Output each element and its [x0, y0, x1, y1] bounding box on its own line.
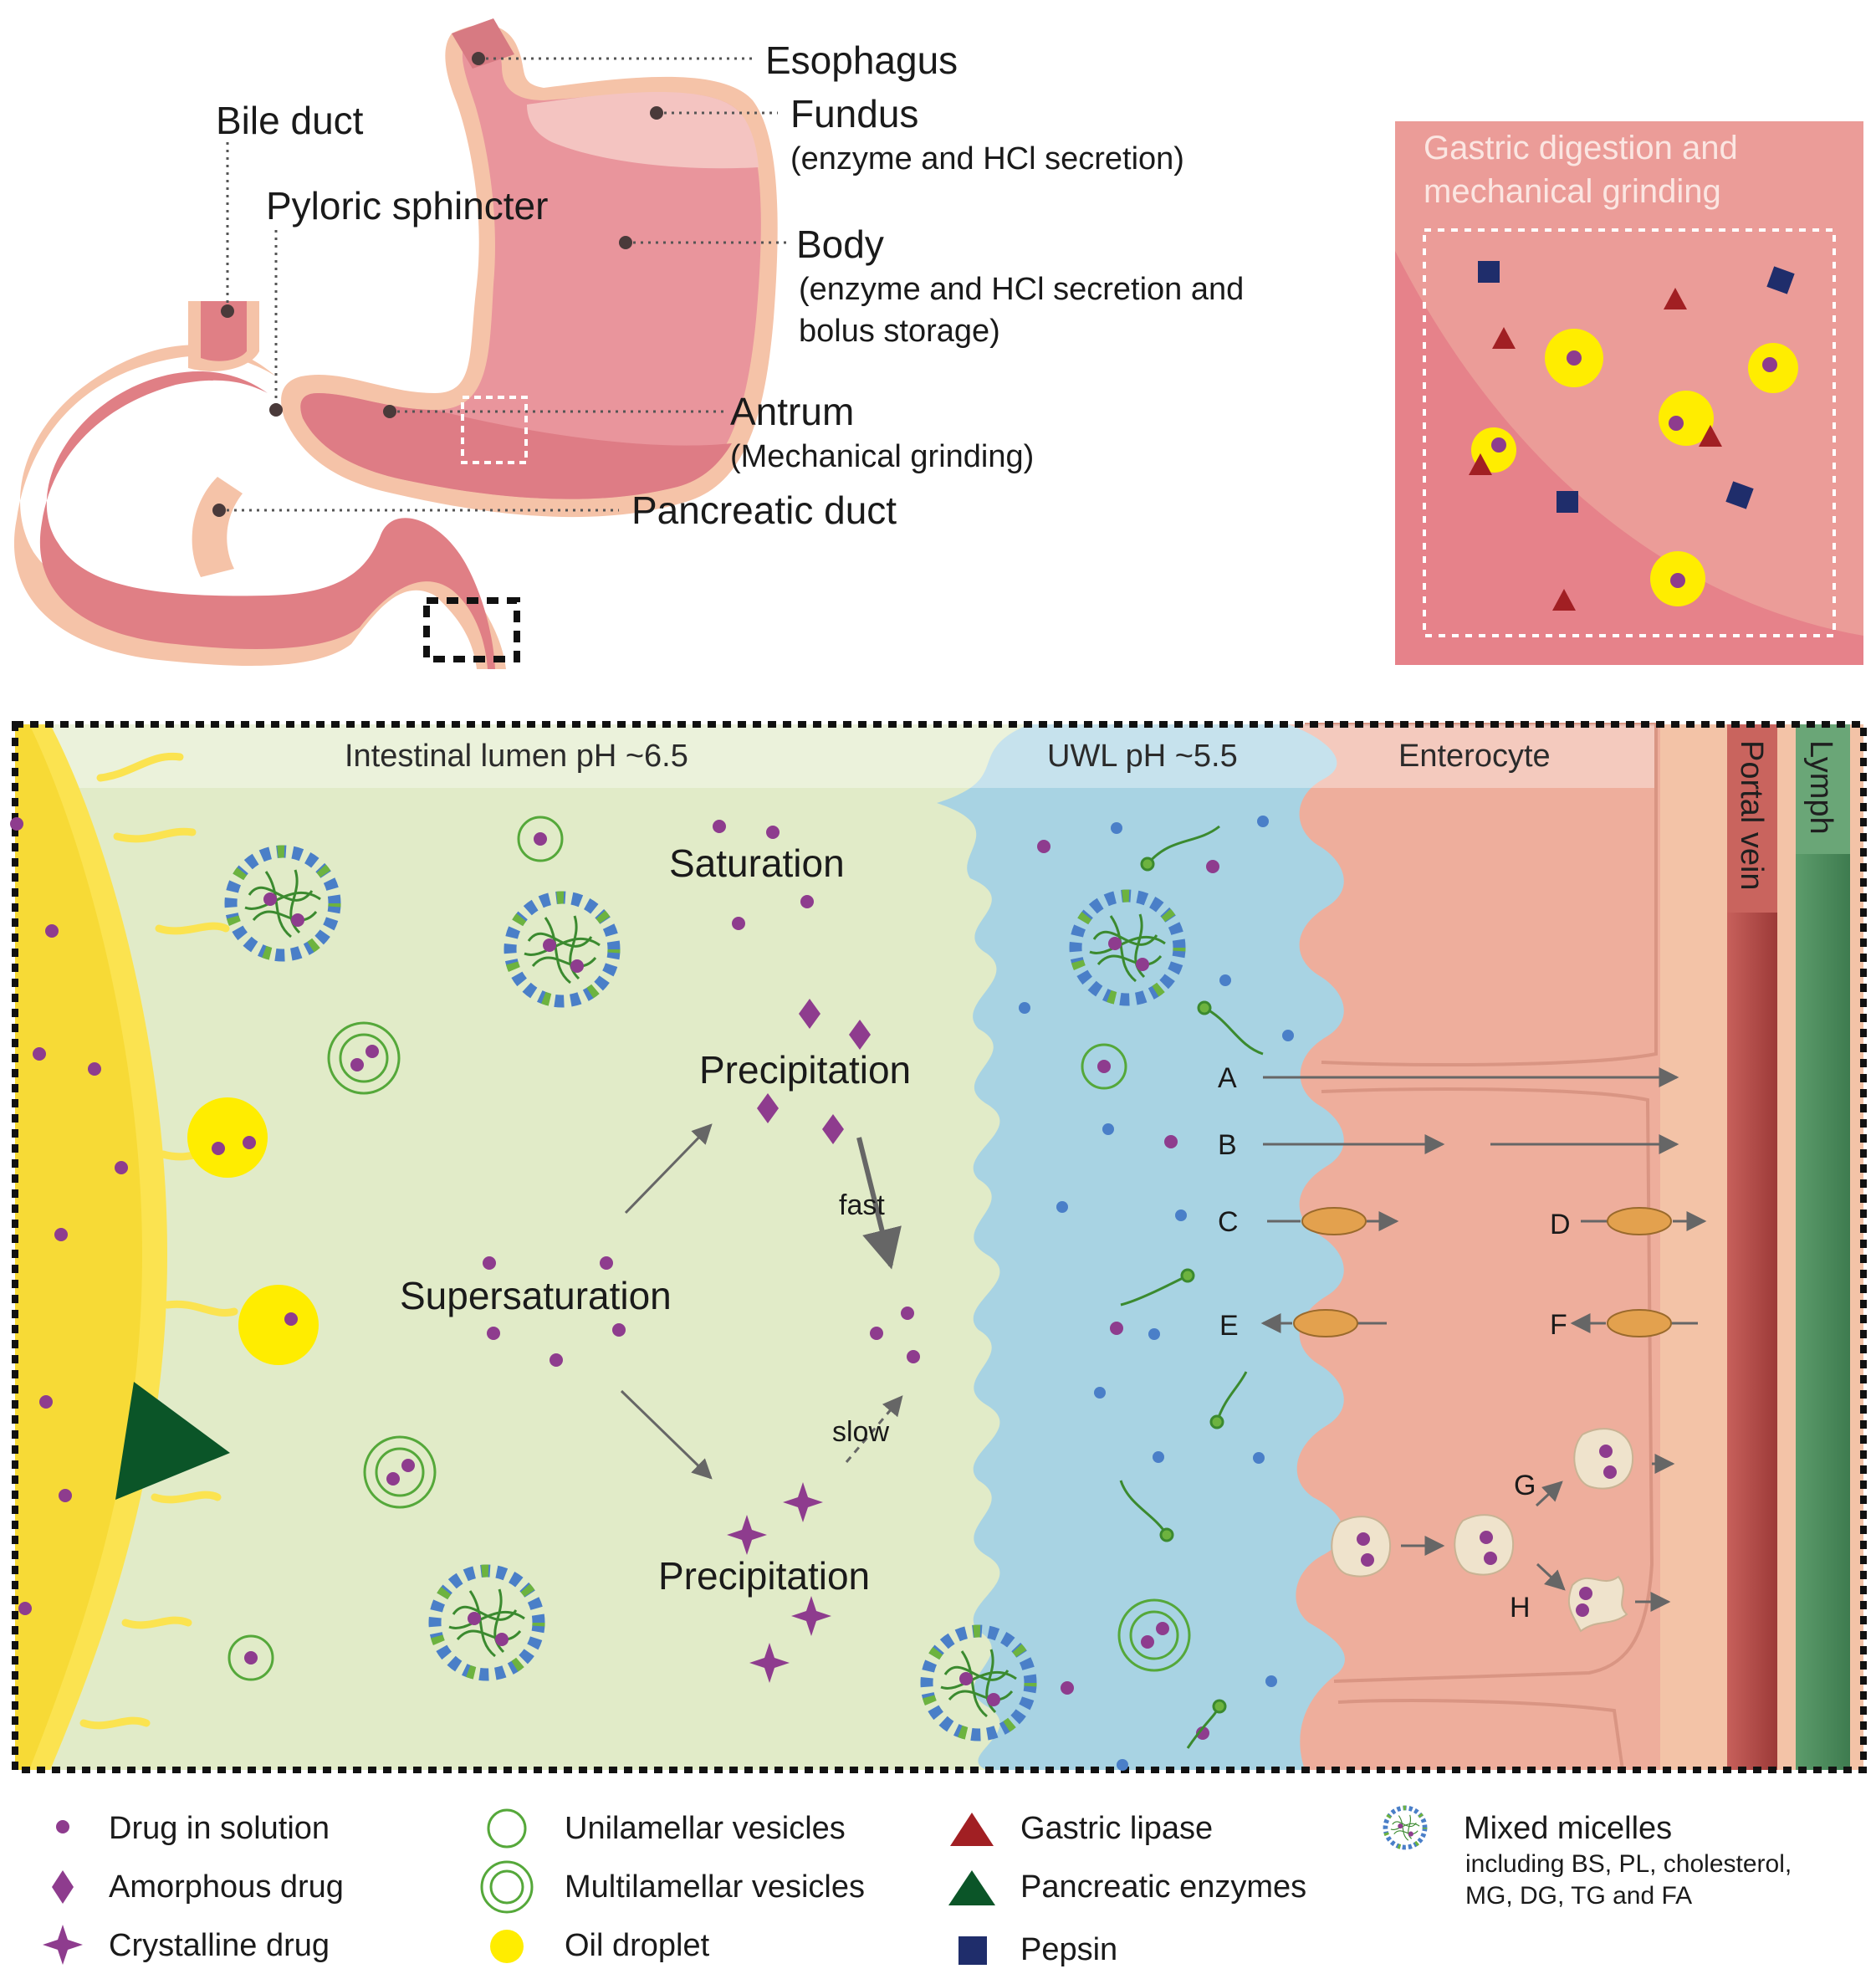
- label-fundus: Fundus: [790, 92, 918, 136]
- lipid-tails: [1119, 825, 1264, 1749]
- label-antrum: Antrum: [730, 390, 854, 433]
- legend-mixed-micelles: Mixed micelles including BS, PL, cholest…: [1385, 1808, 1792, 1910]
- legend-gastric-lipase: Gastric lipase: [950, 1811, 1213, 1846]
- legend-amorphous-drug: Amorphous drug: [52, 1869, 344, 1905]
- label-saturation: Saturation: [669, 841, 845, 885]
- pathway-a: A: [1218, 1062, 1237, 1094]
- label-supersaturation: Supersaturation: [400, 1274, 672, 1317]
- svg-text:Amorphous drug: Amorphous drug: [109, 1869, 344, 1905]
- label-fundus-desc: (enzyme and HCl secretion): [790, 141, 1184, 176]
- pancreatic-enzyme: [115, 1382, 230, 1500]
- legend-multilamellar: Multilamellar vesicles: [480, 1860, 865, 1914]
- zone-uwl: UWL pH ~5.5: [1047, 739, 1238, 774]
- label-pancreatic-duct: Pancreatic duct: [631, 488, 897, 532]
- svg-text:Drug in solution: Drug in solution: [109, 1811, 330, 1846]
- label-body-desc-2: bolus storage): [799, 314, 1000, 349]
- label-antrum-desc: (Mechanical grinding): [730, 439, 1034, 474]
- legend-pancreatic-enzymes: Pancreatic enzymes: [948, 1869, 1306, 1905]
- svg-text:Crystalline drug: Crystalline drug: [109, 1928, 330, 1963]
- zone-lymph: Lymph: [1803, 740, 1838, 835]
- lumen-oil-droplets: [187, 1097, 319, 1365]
- endocytic-vesicles: [1331, 1428, 1634, 1633]
- svg-text:Pancreatic enzymes: Pancreatic enzymes: [1020, 1869, 1306, 1905]
- label-pyloric-sphincter: Pyloric sphincter: [266, 184, 548, 228]
- svg-text:Unilamellar vesicles: Unilamellar vesicles: [565, 1811, 846, 1846]
- zone-portal-vein: Portal vein: [1734, 740, 1769, 891]
- pathway-e: E: [1219, 1310, 1239, 1342]
- pathway-f: F: [1550, 1309, 1567, 1341]
- label-bile-duct: Bile duct: [216, 99, 364, 142]
- legend-drug-in-solution: Drug in solution: [56, 1811, 330, 1846]
- label-fast: fast: [839, 1189, 885, 1221]
- pathway-d: D: [1550, 1209, 1571, 1240]
- pathway-h: H: [1510, 1592, 1531, 1624]
- legend: Drug in solution Amorphous drug Crystall…: [43, 1808, 1792, 1967]
- svg-text:MG, DG, TG and FA: MG, DG, TG and FA: [1465, 1882, 1692, 1910]
- legend-unilamellar: Unilamellar vesicles: [487, 1808, 846, 1849]
- svg-text:Mixed micelles: Mixed micelles: [1464, 1811, 1672, 1846]
- label-slow: slow: [832, 1416, 889, 1448]
- legend-crystalline-drug: Crystalline drug: [43, 1925, 330, 1965]
- svg-text:Pepsin: Pepsin: [1020, 1932, 1117, 1967]
- inset-title-2: mechanical grinding: [1424, 173, 1721, 210]
- label-precipitation-crystalline: Precipitation: [658, 1554, 870, 1598]
- label-body-desc-1: (enzyme and HCl secretion and: [799, 272, 1244, 307]
- stomach-leader-dots: [212, 52, 663, 517]
- process-arrows: [620, 1123, 903, 1480]
- label-body: Body: [796, 222, 884, 266]
- pathway-b: B: [1218, 1129, 1237, 1161]
- svg-text:including BS, PL, cholesterol,: including BS, PL, cholesterol,: [1465, 1850, 1792, 1878]
- legend-oil-droplet: Oil droplet: [490, 1928, 710, 1963]
- svg-text:Gastric lipase: Gastric lipase: [1020, 1811, 1213, 1846]
- pathway-letters: A B C D E F G H: [1218, 1062, 1571, 1624]
- intestine-panel: [12, 721, 1867, 1773]
- gastric-inset: Gastric digestion and mechanical grindin…: [1395, 121, 1863, 665]
- zone-enterocyte: Enterocyte: [1398, 739, 1551, 774]
- absorption-arrows: [1260, 1067, 1707, 1612]
- oil-tendrils: [79, 752, 238, 1730]
- label-precipitation-amorphous: Precipitation: [699, 1048, 911, 1092]
- svg-text:Oil droplet: Oil droplet: [565, 1928, 710, 1963]
- stomach-leaders: [219, 57, 786, 512]
- svg-text:Multilamellar vesicles: Multilamellar vesicles: [565, 1869, 865, 1905]
- legend-pepsin: Pepsin: [958, 1932, 1117, 1967]
- inset-title-1: Gastric digestion and: [1424, 130, 1738, 166]
- zone-lumen: Intestinal lumen pH ~6.5: [345, 739, 688, 774]
- pathway-g: G: [1514, 1470, 1536, 1501]
- stomach-illustration: [13, 18, 778, 669]
- label-esophagus: Esophagus: [765, 38, 958, 82]
- pathway-c: C: [1218, 1206, 1239, 1238]
